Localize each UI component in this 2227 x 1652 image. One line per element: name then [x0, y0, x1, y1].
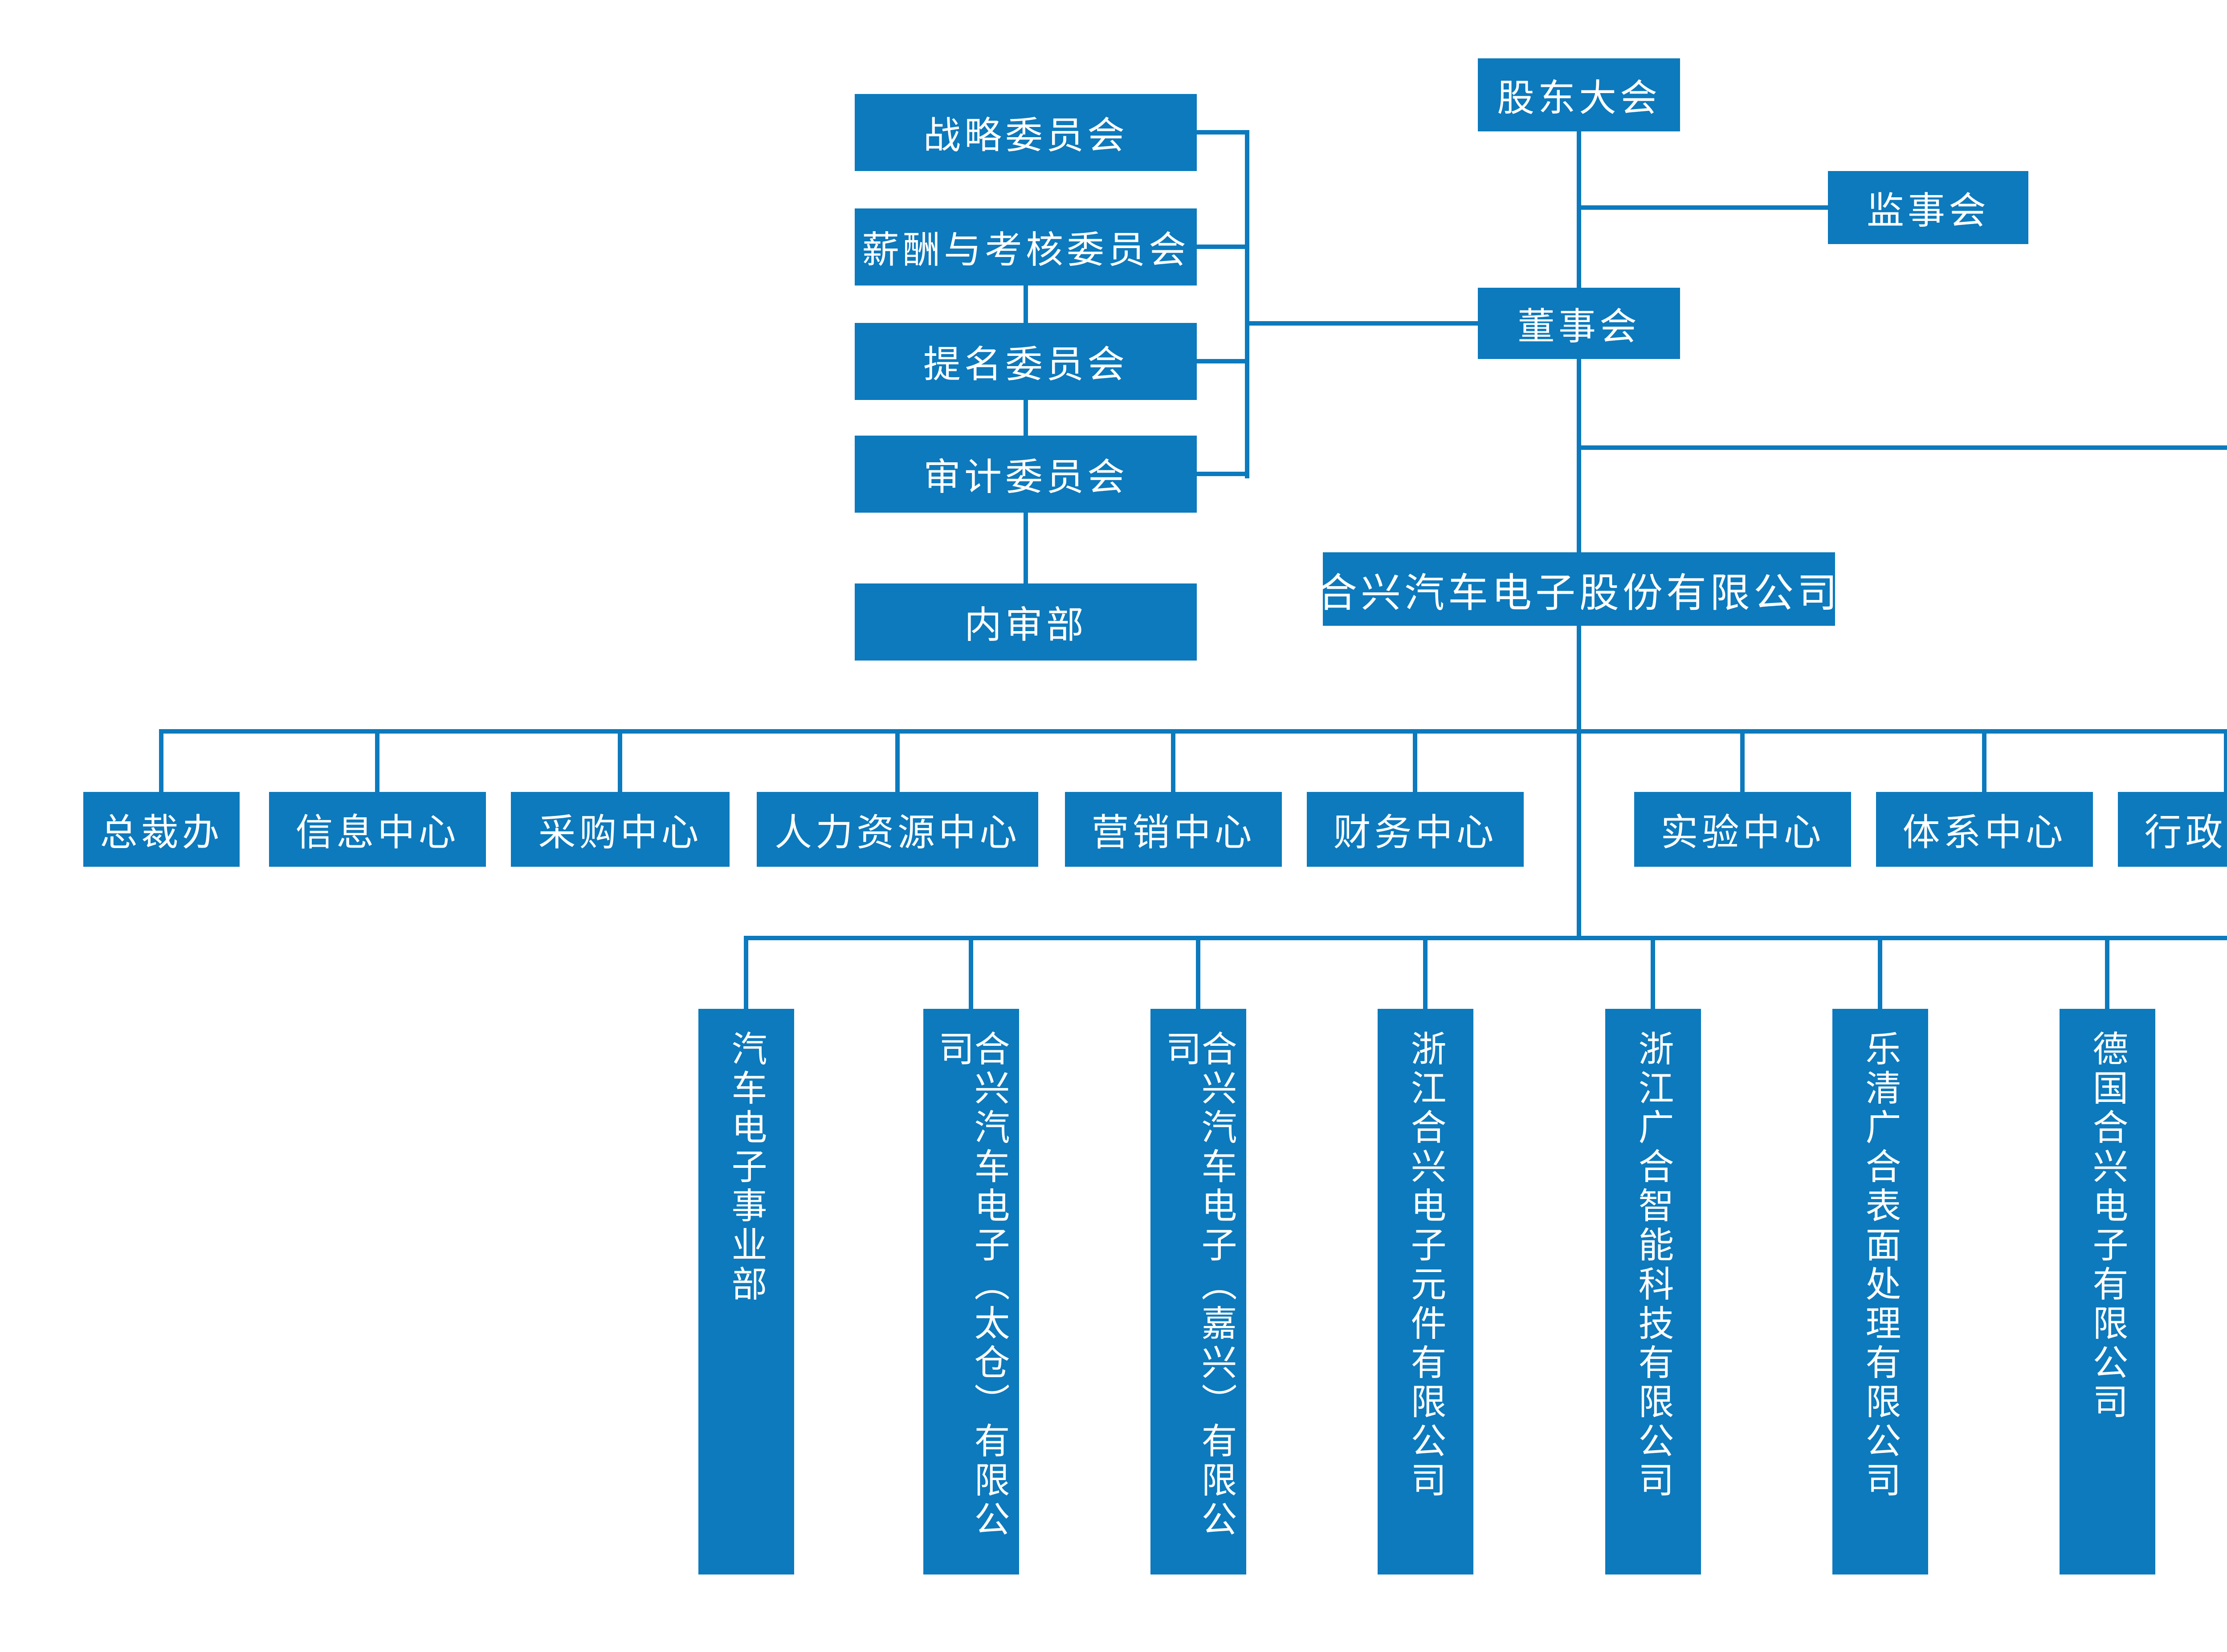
node-subsidiary-4: 浙江广合智能科技有限公司 [1605, 1009, 1701, 1574]
connector-line [1245, 321, 1478, 326]
connector-line [1024, 400, 1028, 438]
connector-line [1197, 359, 1249, 363]
connector-line [1651, 938, 1655, 1009]
subsidiary-label: 德国合兴电子有限公司 [2087, 1030, 2129, 1422]
node-department-4: 营销中心 [1065, 792, 1282, 867]
node-strategy-committee: 战略委员会 [855, 94, 1197, 171]
connector-line [1024, 286, 1028, 325]
node-department-8: 行政中心 [2118, 792, 2227, 867]
node-supervisory-board: 监事会 [1828, 171, 2028, 244]
node-board-of-directors: 董事会 [1478, 288, 1680, 359]
node-internal-audit-dept: 内审部 [855, 583, 1197, 661]
node-subsidiary-2: 合兴汽车电子（嘉兴）有限公司 [1150, 1009, 1246, 1574]
node-department-7: 体系中心 [1876, 792, 2093, 867]
connector-line [375, 731, 379, 792]
subsidiary-label: 合兴汽车电子（嘉兴）有限公司 [1160, 1030, 1237, 1540]
connector-line [1197, 245, 1249, 249]
connector-line [895, 731, 900, 792]
connector-line [1740, 731, 1745, 792]
node-subsidiary-1: 合兴汽车电子（太仓）有限公司 [923, 1009, 1019, 1574]
node-subsidiary-0: 汽车电子事业部 [698, 1009, 794, 1574]
node-nomination-committee: 提名委员会 [855, 323, 1197, 400]
connector-line [1982, 731, 1986, 792]
node-subsidiary-6: 德国合兴电子有限公司 [2060, 1009, 2155, 1574]
connector-line [1577, 205, 1828, 210]
node-remuneration-assessment-committee: 薪酬与考核委员会 [855, 208, 1197, 286]
connector-line [744, 936, 2227, 940]
connector-line [1196, 938, 1200, 1009]
connector-line [1197, 130, 1249, 135]
connector-line [1024, 513, 1028, 586]
connector-line [1577, 445, 2227, 450]
connector-line [1423, 938, 1428, 1009]
node-shareholders-meeting: 股东大会 [1478, 58, 1680, 131]
connector-line [1878, 938, 1882, 1009]
connector-line [1197, 472, 1249, 476]
node-audit-committee: 审计委员会 [855, 436, 1197, 513]
connector-line [618, 731, 622, 792]
subsidiary-label: 汽车电子事业部 [726, 1030, 767, 1305]
connector-line [159, 731, 163, 792]
connector-line [2105, 938, 2109, 1009]
connector-line [1413, 731, 1417, 792]
connector-line [969, 938, 973, 1009]
node-department-6: 实验中心 [1634, 792, 1851, 867]
connector-line [1171, 731, 1175, 792]
connector-line [1577, 359, 1581, 940]
subsidiary-label: 乐清广合表面处理有限公司 [1860, 1030, 1901, 1501]
node-subsidiary-3: 浙江合兴电子元件有限公司 [1378, 1009, 1473, 1574]
node-department-2: 采购中心 [511, 792, 730, 867]
connector-line [1245, 130, 1249, 478]
connector-line [2224, 731, 2227, 792]
connector-line [744, 938, 748, 1009]
subsidiary-label: 浙江合兴电子元件有限公司 [1405, 1030, 1447, 1501]
node-department-3: 人力资源中心 [757, 792, 1038, 867]
subsidiary-label: 合兴汽车电子（太仓）有限公司 [933, 1030, 1010, 1540]
subsidiary-label: 浙江广合智能科技有限公司 [1632, 1030, 1674, 1501]
node-subsidiary-5: 乐清广合表面处理有限公司 [1832, 1009, 1928, 1574]
connector-line [159, 729, 2227, 734]
node-department-5: 财务中心 [1307, 792, 1524, 867]
node-department-1: 信息中心 [269, 792, 486, 867]
node-department-0: 总裁办 [83, 792, 240, 867]
